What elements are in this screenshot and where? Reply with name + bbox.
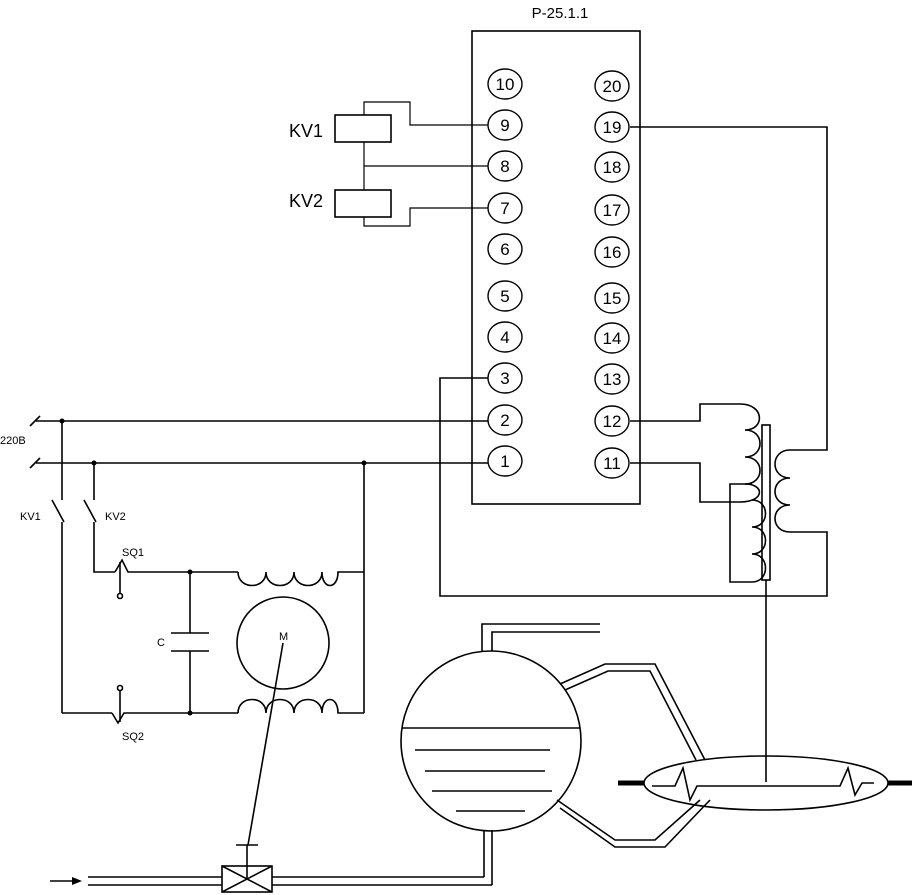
- terminal-4: 4: [487, 321, 523, 353]
- inlet-pipe: [50, 830, 493, 886]
- terminal-label-16: 16: [603, 243, 622, 262]
- terminal-17: 17: [594, 194, 630, 226]
- terminal-10: 10: [487, 68, 523, 100]
- terminal-label-18: 18: [603, 158, 622, 177]
- terminal-20: 20: [594, 70, 630, 102]
- terminal-12: 12: [594, 405, 630, 437]
- terminal-label-11: 11: [603, 454, 621, 473]
- motor-label: M: [279, 631, 288, 643]
- terminal-7: 7: [487, 192, 523, 224]
- terminal-9: 9: [487, 109, 523, 141]
- terminal-label-3: 3: [500, 369, 509, 388]
- terminal-label-14: 14: [603, 329, 622, 348]
- relay-kv2-coil: [334, 189, 392, 218]
- terminal-18: 18: [594, 151, 630, 183]
- terminal-label-9: 9: [500, 116, 509, 135]
- contact-sq2-label: SQ2: [122, 731, 144, 743]
- contact-sq1-label: SQ1: [122, 547, 144, 559]
- terminal-label-1: 1: [500, 452, 509, 471]
- terminal-13: 13: [594, 363, 630, 395]
- capacitor-label: C: [157, 637, 165, 649]
- terminal-label-15: 15: [603, 289, 622, 308]
- transformer-core: [761, 424, 771, 581]
- relay-wiring: [363, 101, 488, 227]
- capacitor: [171, 569, 209, 716]
- terminal-label-4: 4: [500, 328, 509, 347]
- terminal-label-20: 20: [603, 77, 622, 96]
- tank: [400, 623, 600, 832]
- terminal-label-10: 10: [496, 75, 515, 94]
- terminal-16: 16: [594, 236, 630, 268]
- terminal-label-19: 19: [603, 118, 622, 137]
- terminal-11: 11: [594, 447, 630, 479]
- contact-kv2-label: KV2: [105, 511, 126, 523]
- motor-shaft: [247, 642, 284, 846]
- supply-lines: [29, 415, 488, 469]
- device-label: Р-25.1.1: [532, 5, 589, 22]
- relay-kv2-label: KV2: [289, 191, 323, 211]
- terminals-right: 20 19 18 17 16 15 14 13 12 11: [594, 70, 630, 479]
- contacts: [51, 421, 190, 725]
- terminal-1: 1: [487, 445, 523, 477]
- relay-kv1-label: KV1: [289, 121, 323, 141]
- relay-kv1-coil: [334, 114, 392, 143]
- terminal-label-12: 12: [603, 412, 622, 431]
- transformer: [630, 126, 828, 782]
- terminal-2: 2: [487, 404, 523, 436]
- terminal-6: 6: [487, 233, 523, 265]
- terminal-15: 15: [594, 282, 630, 314]
- supply-voltage-label: 220В: [0, 435, 26, 447]
- terminal-label-2: 2: [500, 411, 509, 430]
- device-body: [471, 30, 641, 505]
- motor-windings: [190, 463, 365, 714]
- heat-exchanger: [556, 663, 912, 848]
- terminal-label-8: 8: [500, 157, 509, 176]
- terminal-19: 19: [594, 111, 630, 143]
- terminal-3: 3: [487, 362, 523, 394]
- terminal-label-7: 7: [500, 199, 509, 218]
- terminals-left: 10 9 8 7 6 5 4 3 2 1: [487, 68, 523, 477]
- terminal3-wire: [439, 377, 828, 597]
- terminal-label-5: 5: [500, 287, 509, 306]
- terminal-label-6: 6: [500, 240, 509, 259]
- motor: [236, 596, 330, 690]
- terminal-14: 14: [594, 322, 630, 354]
- terminal-5: 5: [487, 280, 523, 312]
- terminal-label-17: 17: [603, 201, 622, 220]
- terminal-label-13: 13: [603, 370, 622, 389]
- terminal-8: 8: [487, 150, 523, 182]
- valve-icon: [221, 844, 273, 893]
- contact-kv1-label: KV1: [20, 511, 41, 523]
